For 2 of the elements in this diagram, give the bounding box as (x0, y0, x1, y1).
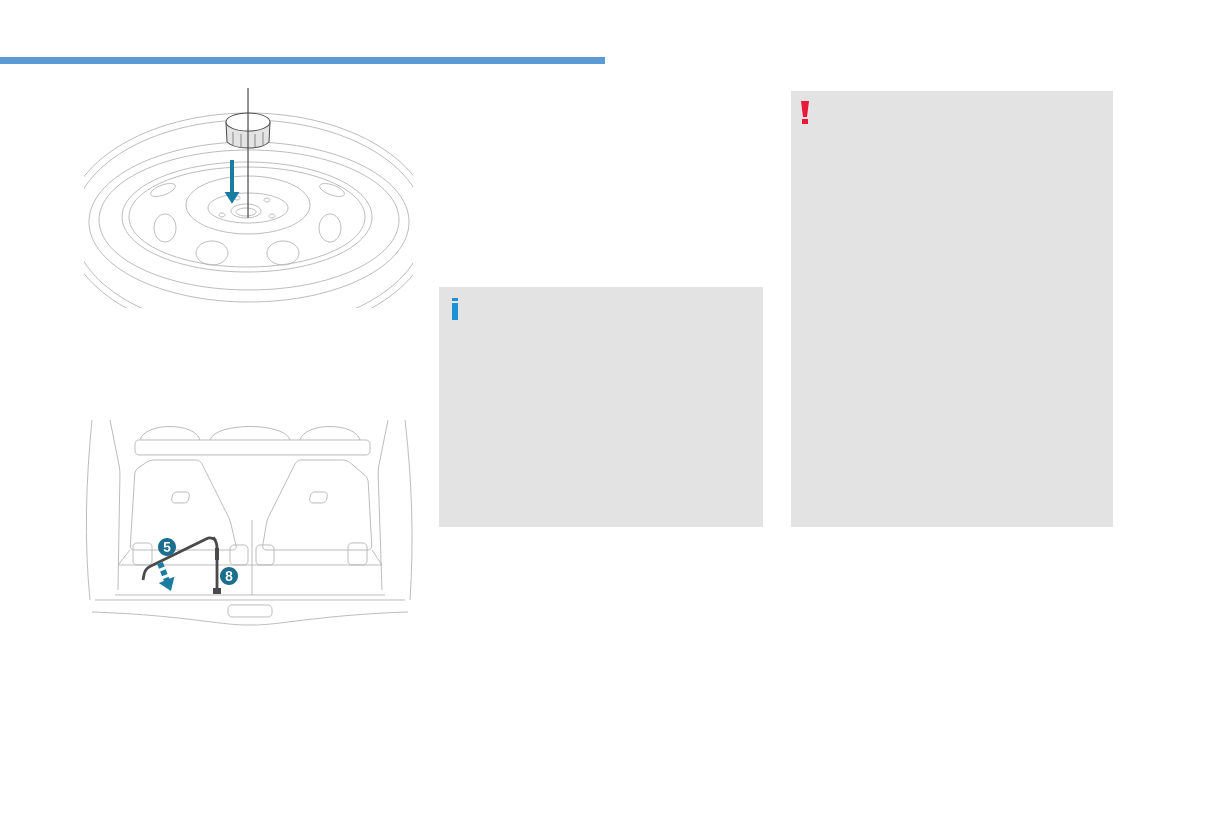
callout-number: 5 (158, 538, 176, 556)
callout-number: 8 (220, 567, 238, 585)
